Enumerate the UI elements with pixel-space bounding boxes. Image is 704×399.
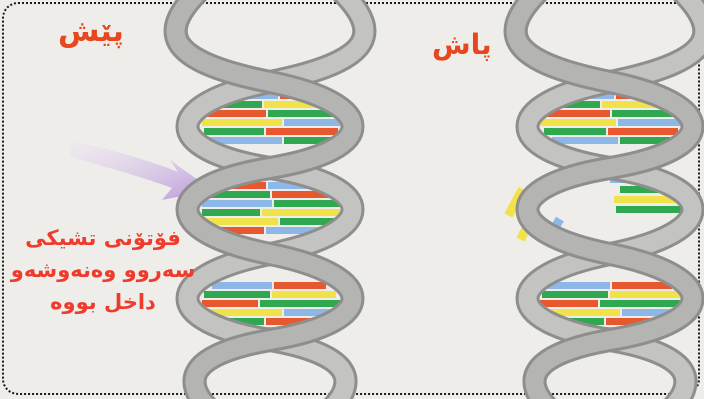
base-pairs-before <box>202 92 340 334</box>
label-after: پاش <box>432 28 492 61</box>
uv-photon-caption: فۆتۆنی تشیکی سەروو وەنەوشەو داخل بووە <box>8 222 198 318</box>
sugar-phosphate-backbone-before <box>176 0 365 399</box>
label-before: پێش <box>58 14 124 49</box>
caption-line-3: داخل بووە <box>8 286 198 318</box>
dna-helix-before <box>176 0 365 399</box>
sugar-phosphate-backbone-after <box>516 0 704 399</box>
base-pairs-after <box>540 92 682 334</box>
caption-line-1: فۆتۆنی تشیکی <box>8 222 198 254</box>
dna-helix-after <box>504 0 704 399</box>
caption-line-2: سەروو وەنەوشەو <box>8 254 198 286</box>
